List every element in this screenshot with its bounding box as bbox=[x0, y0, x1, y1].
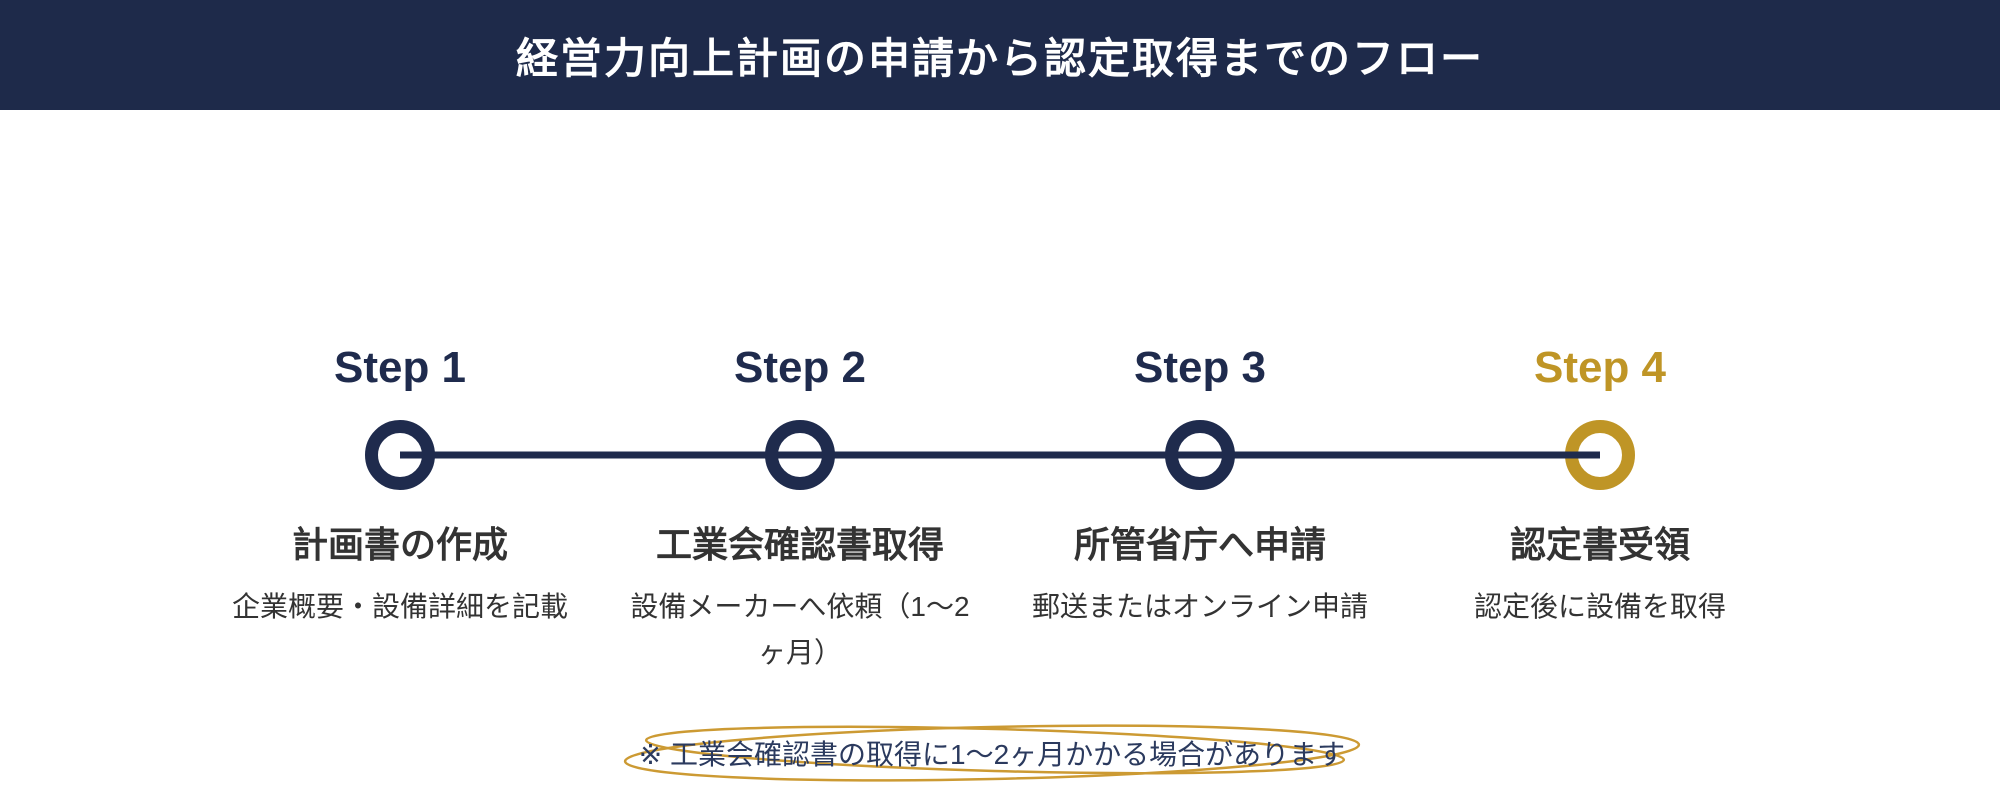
step-2-description: 設備メーカーへ依頼（1〜2 ヶ月） bbox=[630, 591, 970, 669]
highlight-ellipse-icon bbox=[623, 724, 1361, 782]
note-text: ※ 工業会確認書の取得に1〜2ヶ月かかる場合があります bbox=[638, 739, 1346, 770]
step-1-description: 企業概要・設備詳細を記載 bbox=[231, 591, 568, 622]
header-banner: 経営力向上計画の申請から認定取得までのフロー bbox=[0, 0, 2000, 110]
step-3-label: Step 3 bbox=[1133, 343, 1267, 392]
step-4-title: 認定書受領 bbox=[1509, 524, 1690, 565]
step-4-label: Step 4 bbox=[1533, 343, 1667, 392]
step-2-label: Step 2 bbox=[733, 343, 867, 392]
page-title: 経営力向上計画の申請から認定取得までのフロー bbox=[515, 34, 1484, 82]
step-3-description: 郵送またはオンライン申請 bbox=[1031, 591, 1368, 622]
step-4-description: 認定後に設備を取得 bbox=[1473, 591, 1726, 622]
step-1-title: 計画書の作成 bbox=[291, 524, 508, 565]
step-titles-row: 計画書の作成 工業会確認書取得 所管省庁へ申請 認定書受領 bbox=[200, 524, 1800, 565]
step-1-label: Step 1 bbox=[333, 343, 467, 392]
step-2-title: 工業会確認書取得 bbox=[655, 524, 944, 565]
step-3-title: 所管省庁へ申請 bbox=[1073, 524, 1326, 565]
timeline-graphic bbox=[365, 420, 1635, 490]
step-descriptions-row: 企業概要・設備詳細を記載 設備メーカーへ依頼（1〜2 ヶ月） 郵送またはオンライ… bbox=[200, 584, 1800, 676]
note-annotation: ※ 工業会確認書の取得に1〜2ヶ月かかる場合があります bbox=[602, 712, 1382, 794]
step-labels-row: Step 1 Step 2 Step 3 Step 4 bbox=[200, 343, 1800, 392]
